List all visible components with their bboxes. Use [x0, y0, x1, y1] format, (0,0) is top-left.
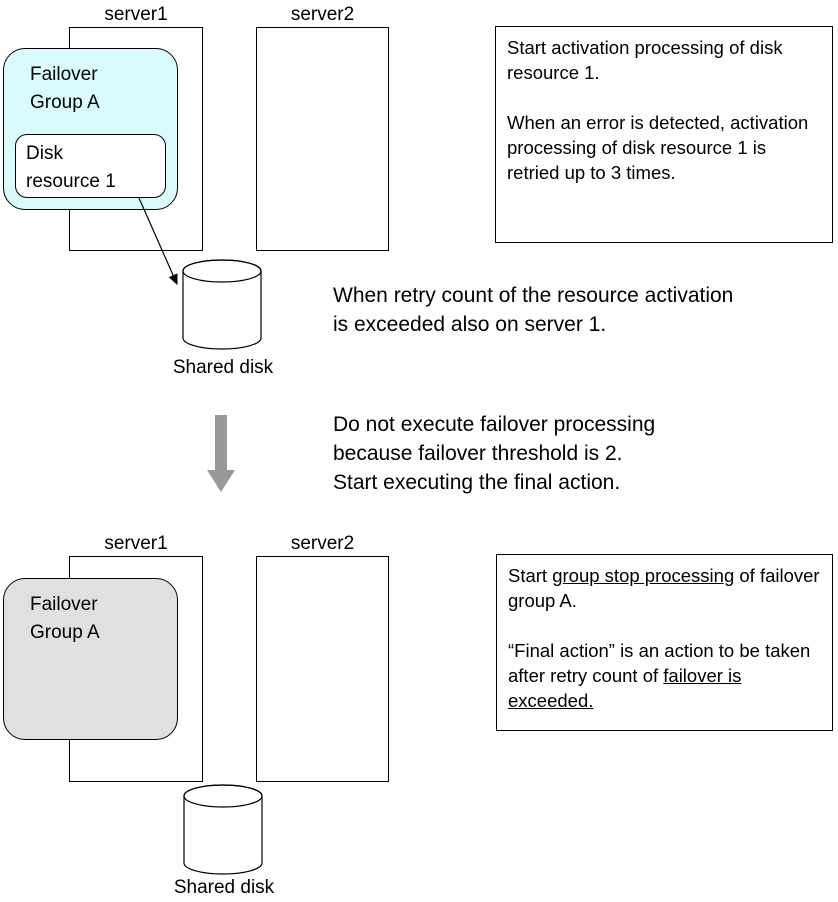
- top-shared-disk-label: Shared disk: [172, 357, 274, 378]
- bottom-callout-p1-suffix: of failover group A.: [508, 565, 820, 611]
- bottom-callout-p2-prefix: “Final action” is an action to be taken …: [508, 640, 811, 686]
- middle-paragraph-2-line-1: Do not execute failover processing: [333, 413, 656, 436]
- top-shared-disk-icon: [181, 258, 265, 354]
- down-arrow-icon: [207, 415, 235, 492]
- top-server2-box: [256, 27, 389, 251]
- top-callout-paragraph-1: Start activation processing of disk reso…: [507, 37, 783, 83]
- bottom-server1-label: server1: [104, 533, 168, 554]
- bottom-server2-label: server2: [290, 533, 355, 554]
- middle-paragraph-1: When retry count of the resource activat…: [333, 284, 734, 336]
- bottom-failover-group-a-label: Failover Group A: [30, 594, 100, 643]
- top-disk-resource-label: Disk resource 1: [26, 143, 116, 192]
- top-server2-label: server2: [290, 4, 355, 25]
- middle-text-block-1: When retry count of the resource activat…: [333, 281, 753, 339]
- top-failover-group-a-label: Failover Group A: [30, 64, 100, 113]
- top-disk-resource-box: Disk resource 1: [15, 134, 166, 198]
- middle-paragraph-2-line-2: because failover threshold is 2.: [333, 442, 623, 465]
- bottom-callout-paragraph-1: Start group stop processing of failover …: [508, 563, 822, 613]
- bottom-callout-p1-prefix: Start: [508, 565, 553, 586]
- bottom-callout-box: Start group stop processing of failover …: [496, 554, 833, 731]
- resource-to-disk-arrow: [138, 197, 178, 286]
- bottom-shared-disk-icon: [182, 783, 266, 879]
- bottom-failover-group-a-box: Failover Group A: [3, 578, 178, 740]
- bottom-callout-p1-underlined: group stop processing: [552, 565, 735, 586]
- top-failover-group-a-box: Failover Group A Disk resource 1: [3, 48, 178, 210]
- middle-paragraph-2-line-3: Start executing the final action.: [333, 471, 621, 494]
- top-server1-label: server1: [104, 4, 168, 25]
- bottom-shared-disk-label: Shared disk: [173, 877, 275, 898]
- middle-text-block-2: Do not execute failover processing becau…: [333, 410, 783, 497]
- bottom-callout-p2-underlined: failover is exceeded.: [508, 665, 742, 711]
- bottom-server2-box: [256, 556, 389, 782]
- top-callout-box: Start activation processing of disk reso…: [495, 26, 833, 243]
- bottom-callout-paragraph-2: “Final action” is an action to be taken …: [508, 638, 822, 713]
- top-callout-paragraph-2: When an error is detected, activation pr…: [507, 112, 809, 183]
